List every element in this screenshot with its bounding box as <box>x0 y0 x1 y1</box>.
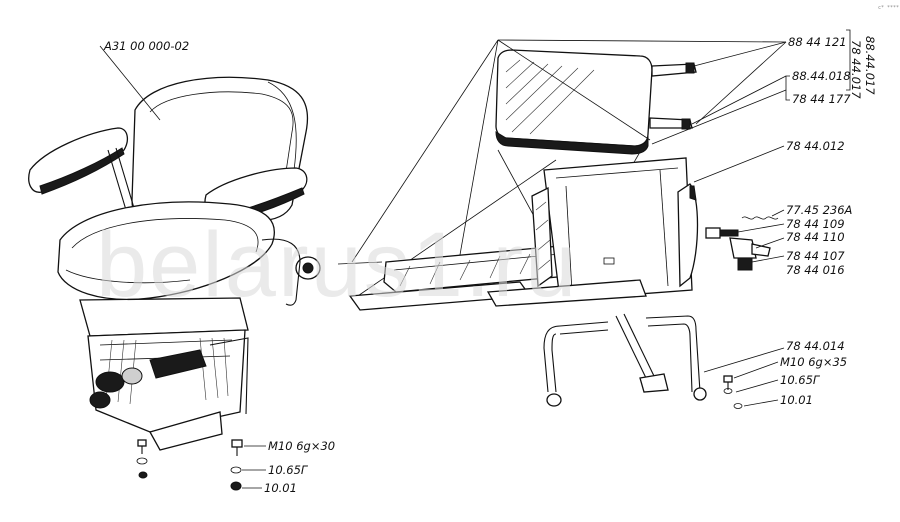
label-78-44-016: 78 44 016 <box>786 263 845 277</box>
left-fasteners <box>136 439 266 491</box>
label-78-44-107: 78 44 107 <box>786 249 845 263</box>
leader-lines <box>99 29 851 407</box>
label-78-44-014: 78 44.014 <box>786 339 845 353</box>
label-bolt-left: М10 6g×30 <box>268 439 335 453</box>
label-78-44-012: 78 44.012 <box>786 139 845 153</box>
label-bolt-right: М10 6g×35 <box>780 355 847 369</box>
label-seat-assembly: А31 00 000-02 <box>103 39 189 53</box>
base-frame <box>543 313 707 407</box>
label-78-44-110: 78 44 110 <box>786 230 845 244</box>
label-78-44-109: 78 44 109 <box>786 217 845 231</box>
label-washer-left: 10.65Г <box>268 463 309 477</box>
watermark: belarus1.ru <box>96 214 578 316</box>
label-88-44-018: 88.44.018 <box>792 69 851 83</box>
label-nut-right: 10.01 <box>780 393 813 407</box>
label-nut-left: 10.01 <box>264 481 297 495</box>
right-fasteners <box>723 375 743 409</box>
label-88-44-017: 88.44.017 <box>863 36 877 95</box>
label-78-44-017: 78 44.017 <box>849 40 863 99</box>
label-77-45-236a: 77.45 236А <box>786 203 853 217</box>
corner-mark: c* **** <box>878 5 899 11</box>
seat-assembly <box>28 76 321 451</box>
cushion-part <box>495 49 697 155</box>
label-88-44-121: 88 44 121 <box>788 35 847 49</box>
label-washer-right: 10.65Г <box>780 373 821 387</box>
seat-frame <box>337 157 699 311</box>
adjuster-parts <box>705 216 779 271</box>
label-78-44-177: 78 44 177 <box>792 92 851 106</box>
